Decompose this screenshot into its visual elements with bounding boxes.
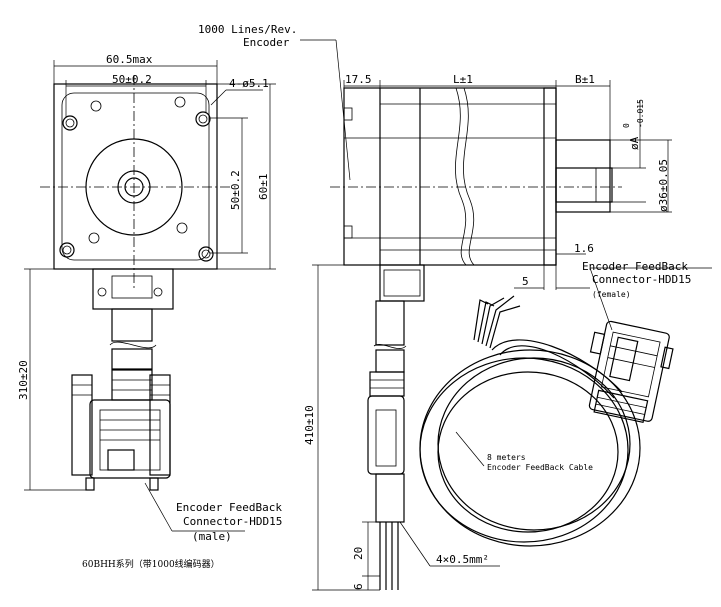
side-dimensions [312,80,712,591]
cable-name-label: Encoder FeedBack Cable [487,463,593,472]
pilot [555,139,611,213]
wire-fanout [473,295,521,349]
hole-spacing-h-label: 50±0.2 [112,73,152,86]
mount-hole-br [198,246,214,262]
pilot-depth-label: 1.6 [574,242,594,255]
body-length-label: L±1 [453,73,473,86]
strip-length-label: 6 [352,583,365,590]
encoder-word-label: Encoder [243,36,290,49]
female-conn-line1: Encoder FeedBack [582,260,688,273]
flange-max-label: 60.5max [106,53,153,66]
flange-outline [53,83,218,270]
pilot-dia-label: ø36±0.05 [657,159,670,212]
male-conn-line2: Connector-HDD15 [183,515,282,528]
shaft-tol-upper: 0 [622,123,631,128]
hole-spacing-v-label: 50±0.2 [229,170,242,210]
encoder-lines-label: 1000 Lines/Rev. [198,23,297,36]
cable-meters-label: 8 meters [487,453,526,462]
male-conn-line1: Encoder FeedBack [176,501,282,514]
cable-length-left-label: 310±20 [17,360,30,400]
side-view: 1000 Lines/Rev. Encoder [198,23,712,591]
motor-body [343,87,557,266]
cable-length-right-label: 410±10 [303,405,316,445]
female-connector [588,320,674,424]
shaft-tol-lower: -0.015 [636,99,645,128]
shaft [555,167,613,203]
flange-height-label: 60±1 [257,174,270,201]
mount-holes-label: 4-ø5.1 [229,77,269,90]
mount-hole-bl [59,242,75,258]
wire-spec-label: 4×0.5mm² [436,553,489,566]
mount-hole-tr [195,111,211,127]
screw-bottom [88,232,100,244]
lead-length-label: 20 [352,547,365,560]
female-conn-line3: (female) [592,290,631,299]
coiled-cable [419,339,641,547]
male-conn-line3: (male) [192,530,232,543]
mount-hole-tl [62,115,78,131]
male-connector [71,369,171,491]
front-view: 60.5max 50±0.2 4-ø5.1 50±0.2 60±1 310±20… [17,53,282,570]
shaft-dia-label: øA [628,136,641,150]
flange-inner [61,92,210,261]
shaft-length-label: B±1 [575,73,595,86]
screw-right [176,222,188,234]
front-dimensions [24,60,276,532]
screw-left [90,100,102,112]
front-offset-label: 5 [522,275,529,288]
model-caption: 60BHH系列（带1000线编码器） [82,558,220,570]
female-conn-line2: Connector-HDD15 [592,273,691,286]
screw-top [174,96,186,108]
rear-length-label: 17.5 [345,73,372,86]
